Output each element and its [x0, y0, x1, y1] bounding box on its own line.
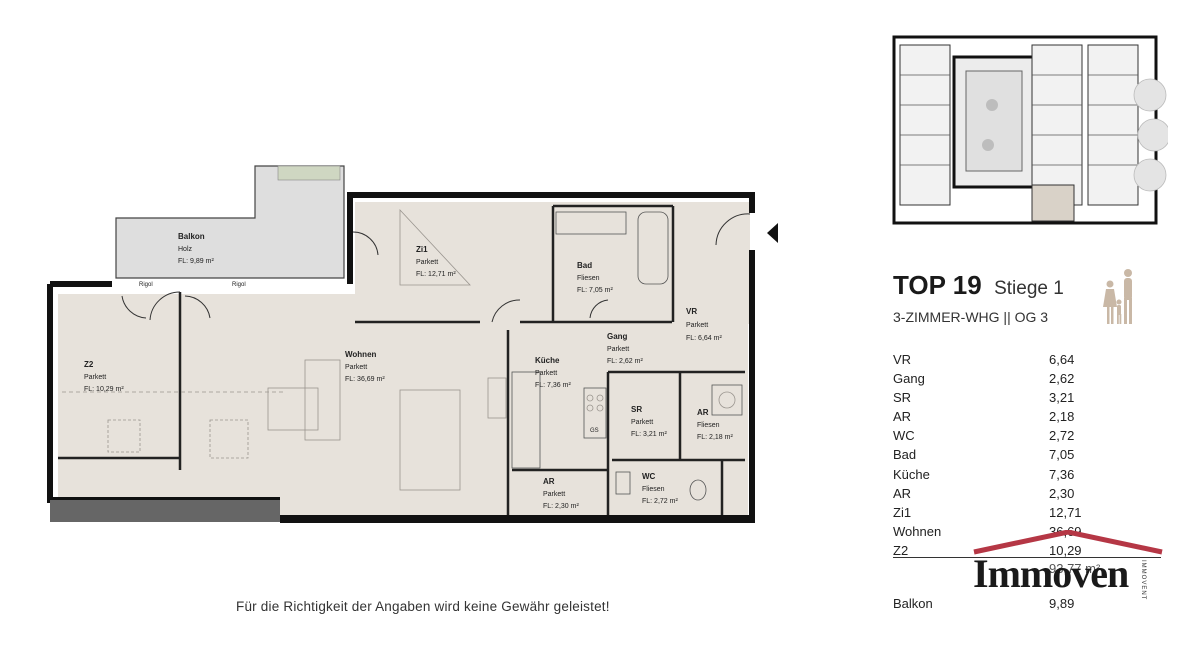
svg-text:Balkon: Balkon: [178, 232, 205, 241]
svg-text:Parkett: Parkett: [631, 419, 653, 426]
room-label-ar2: AR Parkett FL: 2,30 m²: [543, 477, 579, 510]
svg-text:FL: 2,18 m²: FL: 2,18 m²: [697, 434, 733, 441]
svg-text:Holz: Holz: [178, 246, 193, 253]
riegel-label-left: Rigol: [139, 282, 153, 288]
room-label-ar1: AR Fliesen FL: 2,18 m²: [697, 408, 733, 441]
room-label-wc: WC Fliesen FL: 2,72 m²: [642, 472, 678, 505]
disclaimer: Für die Richtigkeit der Angaben wird kei…: [236, 599, 610, 614]
svg-text:Gang: Gang: [607, 332, 628, 341]
gs-label: GS: [590, 428, 599, 434]
room-label-gang: Gang Parkett FL: 2,62 m²: [607, 332, 643, 365]
svg-text:AR: AR: [543, 477, 555, 486]
furniture: [62, 208, 743, 501]
svg-text:Z2: Z2: [84, 360, 94, 369]
svg-text:FL: 2,72 m²: FL: 2,72 m²: [642, 498, 678, 505]
site-plan-thumbnail: [892, 35, 1168, 227]
room-label-wohnen: Wohnen Parkett FL: 36,69 m²: [345, 350, 385, 383]
house-roof-icon: [973, 530, 1163, 555]
svg-text:FL: 2,30 m²: FL: 2,30 m²: [543, 503, 579, 510]
svg-text:FL: 10,29 m²: FL: 10,29 m²: [84, 386, 124, 393]
svg-text:SR: SR: [631, 405, 642, 414]
floor-plan: Rigol Rigol GS Balkon Holz FL: 9,89 m² Z…: [47, 165, 755, 523]
svg-text:Bad: Bad: [577, 261, 592, 270]
svg-text:Zi1: Zi1: [416, 245, 428, 254]
svg-text:Küche: Küche: [535, 356, 560, 365]
room-label-z2: Z2 Parkett FL: 10,29 m²: [84, 360, 124, 393]
entrance-marker-icon: [767, 223, 778, 243]
apartment-type: 3-ZIMMER-WHG || OG 3: [893, 309, 1049, 325]
people-icon: [1103, 269, 1132, 324]
svg-text:Parkett: Parkett: [686, 322, 708, 329]
top-number: TOP 19: [893, 270, 982, 300]
logo-side-text: IMMOVENT: [1140, 560, 1146, 601]
svg-text:Parkett: Parkett: [535, 370, 557, 377]
room-label-sr: SR Parkett FL: 3,21 m²: [631, 405, 667, 438]
room-label-vr: VR Parkett FL: 6,64 m²: [686, 307, 722, 342]
svg-text:FL: 12,71 m²: FL: 12,71 m²: [416, 271, 456, 278]
room-label-balkon: Balkon Holz FL: 9,89 m²: [178, 232, 214, 265]
svg-text:FL: 3,21 m²: FL: 3,21 m²: [631, 431, 667, 438]
balcony: [115, 165, 345, 279]
svg-text:Fliesen: Fliesen: [697, 422, 720, 429]
svg-text:WC: WC: [642, 472, 656, 481]
apartment-title: TOP 19 Stiege 1: [893, 270, 1064, 301]
svg-text:FL: 7,36 m²: FL: 7,36 m²: [535, 382, 571, 389]
svg-text:Fliesen: Fliesen: [577, 275, 600, 282]
doors: [121, 213, 751, 323]
room-label-kueche: Küche Parkett FL: 7,36 m²: [535, 356, 571, 389]
stair-label: Stiege 1: [994, 278, 1064, 299]
room-label-bad: Bad Fliesen FL: 7,05 m²: [577, 261, 613, 294]
svg-text:VR: VR: [686, 307, 697, 316]
room-label-zi1: Zi1 Parkett FL: 12,71 m²: [416, 245, 456, 278]
svg-text:FL: 2,62 m²: FL: 2,62 m²: [607, 358, 643, 365]
svg-text:Fliesen: Fliesen: [642, 486, 665, 493]
svg-text:FL: 36,69 m²: FL: 36,69 m²: [345, 376, 385, 383]
total-area: 93,77 m²: [1049, 561, 1101, 576]
riegel-label-right: Rigol: [232, 282, 246, 288]
svg-text:Parkett: Parkett: [543, 491, 565, 498]
svg-text:FL: 6,64 m²: FL: 6,64 m²: [686, 335, 722, 342]
sum-divider: [893, 557, 1161, 558]
svg-text:AR: AR: [697, 408, 709, 417]
svg-text:FL: 9,89 m²: FL: 9,89 m²: [178, 258, 214, 265]
svg-text:Parkett: Parkett: [84, 374, 106, 381]
svg-text:FL: 7,05 m²: FL: 7,05 m²: [577, 287, 613, 294]
svg-text:Parkett: Parkett: [416, 259, 438, 266]
interior-walls: [58, 204, 745, 515]
logo-wordmark: Immoven: [973, 551, 1129, 596]
svg-text:Parkett: Parkett: [345, 364, 367, 371]
svg-text:Wohnen: Wohnen: [345, 350, 377, 359]
svg-text:Parkett: Parkett: [607, 346, 629, 353]
immoven-logo: Immoven IMMOVENT: [968, 530, 1168, 600]
